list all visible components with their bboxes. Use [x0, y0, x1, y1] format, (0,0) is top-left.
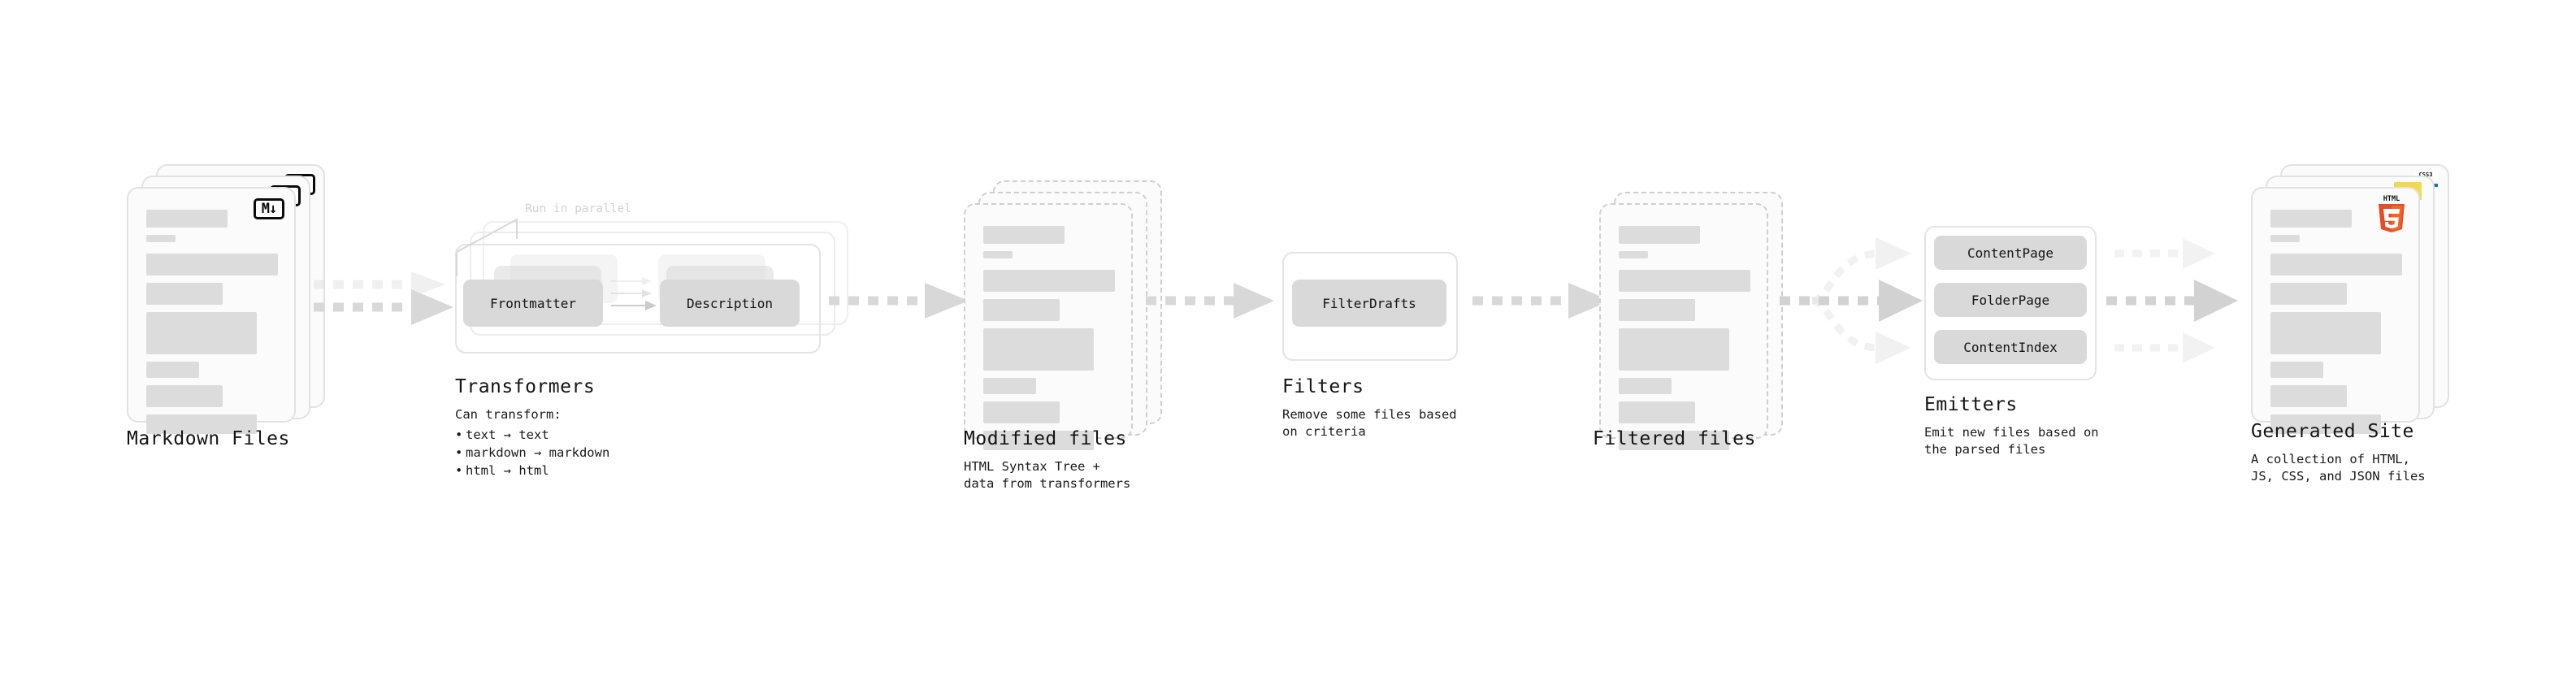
card-placeholder-lines	[1619, 226, 1750, 458]
emitters-group	[1924, 226, 2097, 380]
markdown-icon: M↓	[254, 198, 284, 219]
placeholder-line	[1619, 226, 1701, 244]
placeholder-line	[1619, 270, 1750, 292]
placeholder-line	[983, 299, 1060, 321]
placeholder-line	[2270, 235, 2300, 242]
emitter-chip-contentpage[interactable]: ContentPage	[1934, 236, 2087, 270]
modified-files-caption: Modified files HTML Syntax Tree + data f…	[964, 428, 1130, 492]
transformers-group-front	[455, 244, 821, 354]
transformer-chip-frontmatter[interactable]: Frontmatter	[463, 280, 603, 327]
placeholder-line	[146, 210, 228, 228]
filters-title: Filters	[1282, 376, 1364, 397]
markdown-files-caption: Markdown Files	[127, 428, 290, 449]
emitters-caption: Emitters Emit new files based on the par…	[1924, 394, 2099, 458]
placeholder-line	[983, 431, 1095, 450]
svg-text:HTML: HTML	[2383, 195, 2400, 203]
run-in-parallel-bracket	[456, 218, 518, 276]
site-card-front-html: HTML	[2251, 187, 2420, 434]
placeholder-line	[2270, 210, 2353, 228]
transformer-chip-description[interactable]: Description	[660, 280, 800, 327]
filters-group	[1282, 252, 1458, 361]
card-placeholder-lines	[2270, 210, 2402, 441]
arrow-markdown-to-transformers	[314, 271, 453, 325]
modified-files-sub: HTML Syntax Tree + data from transformer…	[964, 459, 1131, 491]
placeholder-line	[983, 251, 1013, 258]
placeholder-line	[146, 385, 223, 407]
placeholder-line	[1619, 431, 1730, 450]
transformers-bullet: markdown → markdown	[455, 444, 609, 462]
markdown-card-front: M↓	[127, 187, 296, 434]
card-placeholder-lines	[146, 210, 278, 441]
placeholder-line	[983, 328, 1095, 371]
modified-card-front	[964, 203, 1133, 450]
placeholder-line	[1619, 328, 1730, 371]
filters-sub: Remove some files based on criteria	[1282, 407, 1457, 439]
filters-caption: Filters Remove some files based on crite…	[1282, 376, 1457, 440]
arrow-emitters-to-site	[2106, 238, 2238, 363]
filtered-files-caption: Filtered files	[1593, 428, 1756, 449]
transformers-bullet: html → html	[455, 462, 609, 479]
placeholder-line	[1619, 401, 1695, 423]
emitter-chip-contentindex[interactable]: ContentIndex	[1934, 330, 2087, 364]
placeholder-line	[983, 270, 1115, 292]
placeholder-line	[146, 414, 258, 434]
placeholder-line	[2270, 385, 2347, 407]
placeholder-line	[983, 378, 1036, 394]
placeholder-line	[2270, 283, 2347, 305]
transformers-bullets: text → text markdown → markdown html → h…	[455, 426, 609, 479]
arrow-modified-to-filters	[1146, 283, 1274, 319]
arrow-filtered-to-emitters	[1780, 237, 1923, 364]
modified-files-stack	[964, 180, 1167, 450]
placeholder-line	[1619, 378, 1672, 394]
modified-files-title: Modified files	[964, 428, 1127, 449]
filtered-files-stack	[1599, 180, 1802, 450]
transformer-inner-arrows	[611, 277, 657, 310]
transformers-bullet: text → text	[455, 426, 609, 444]
placeholder-line	[2270, 254, 2402, 275]
placeholder-line	[2270, 312, 2382, 354]
placeholder-line	[983, 226, 1065, 244]
placeholder-line	[146, 362, 199, 378]
placeholder-line	[2270, 362, 2323, 378]
generated-site-caption: Generated Site A collection of HTML, JS,…	[2251, 421, 2426, 485]
placeholder-line	[146, 235, 176, 242]
transformers-caption: Transformers Can transform: text → text …	[455, 376, 609, 479]
arrow-filters-to-filtered	[1472, 283, 1611, 319]
placeholder-line	[146, 312, 258, 354]
placeholder-line	[146, 283, 223, 305]
emitters-sub: Emit new files based on the parsed files	[1924, 425, 2099, 457]
generated-site-title: Generated Site	[2251, 421, 2414, 442]
markdown-files-title: Markdown Files	[127, 428, 290, 449]
emitters-title: Emitters	[1924, 394, 2018, 415]
generated-site-stack: CSS3 HTML	[2251, 164, 2454, 434]
placeholder-line	[983, 401, 1060, 423]
emitter-chip-folderpage[interactable]: FolderPage	[1934, 283, 2087, 317]
placeholder-line	[1619, 299, 1695, 321]
transformers-sub-intro: Can transform:	[455, 407, 562, 422]
card-placeholder-lines	[983, 226, 1115, 458]
arrow-transformers-to-modified	[829, 283, 969, 319]
filter-chip-filterdrafts[interactable]: FilterDrafts	[1292, 280, 1446, 327]
filtered-files-title: Filtered files	[1593, 428, 1756, 449]
transformers-title: Transformers	[455, 376, 596, 397]
filtered-card-front	[1599, 203, 1768, 450]
html5-icon: HTML	[2379, 195, 2405, 232]
placeholder-line	[146, 254, 278, 275]
placeholder-line	[2270, 414, 2382, 434]
markdown-files-stack: M↓ M↓ M↓	[127, 164, 330, 434]
placeholder-line	[1619, 251, 1648, 258]
generated-site-sub: A collection of HTML, JS, CSS, and JSON …	[2251, 452, 2426, 484]
run-in-parallel-label: Run in parallel	[525, 202, 631, 215]
